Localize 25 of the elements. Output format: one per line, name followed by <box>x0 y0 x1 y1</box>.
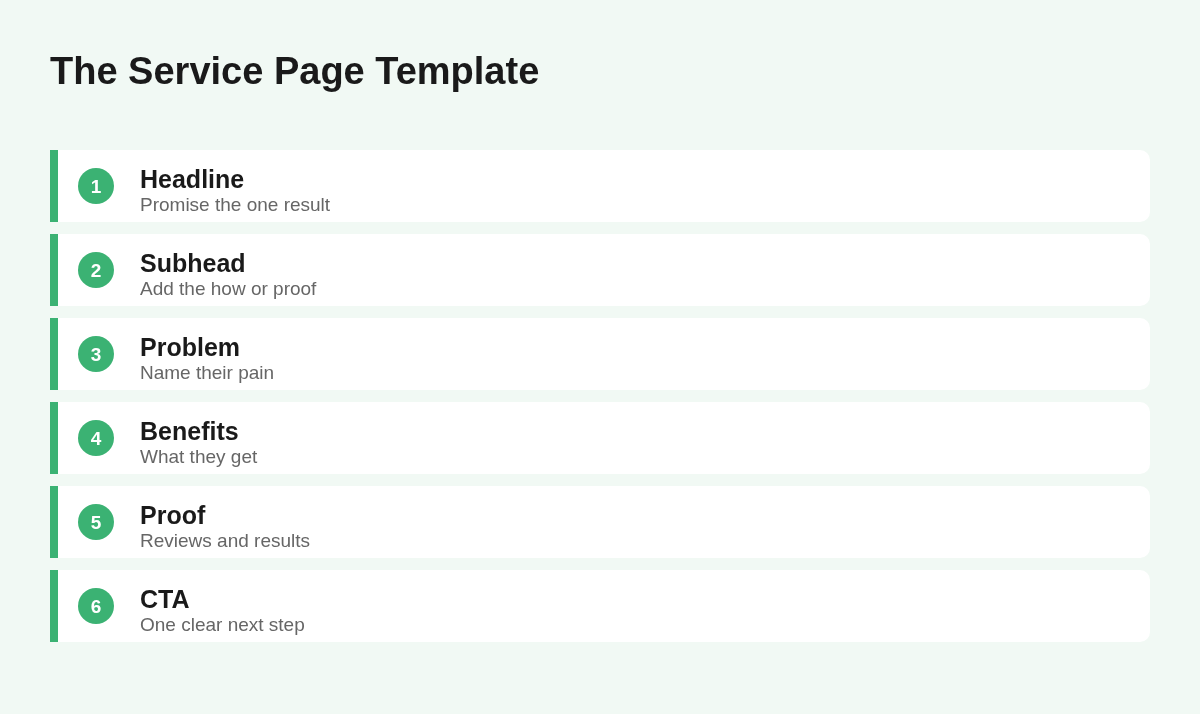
step-heading: Subhead <box>140 248 247 278</box>
step-number: 4 <box>78 420 114 456</box>
step-description: Reviews and results <box>140 530 311 552</box>
step-heading: Proof <box>140 500 207 530</box>
step-card <box>50 234 1150 306</box>
step-number: 2 <box>78 252 114 288</box>
step-number: 6 <box>78 588 114 624</box>
step-card <box>50 570 1150 642</box>
step-description: Promise the one result <box>140 194 331 216</box>
step-card <box>50 402 1150 474</box>
step-number: 5 <box>78 504 114 540</box>
step-description: Name their pain <box>140 362 275 384</box>
step-number: 1 <box>78 168 114 204</box>
step-heading: Problem <box>140 332 242 362</box>
step-number: 3 <box>78 336 114 372</box>
step-description: One clear next step <box>140 614 305 636</box>
step-card <box>50 318 1150 390</box>
step-card <box>50 486 1150 558</box>
page-title: The Service Page Template <box>50 49 540 94</box>
step-card <box>50 150 1150 222</box>
step-heading: Headline <box>140 164 246 194</box>
step-heading: CTA <box>140 584 191 614</box>
step-heading: Benefits <box>140 416 240 446</box>
step-description: Add the how or proof <box>140 278 317 300</box>
step-description: What they get <box>140 446 258 468</box>
